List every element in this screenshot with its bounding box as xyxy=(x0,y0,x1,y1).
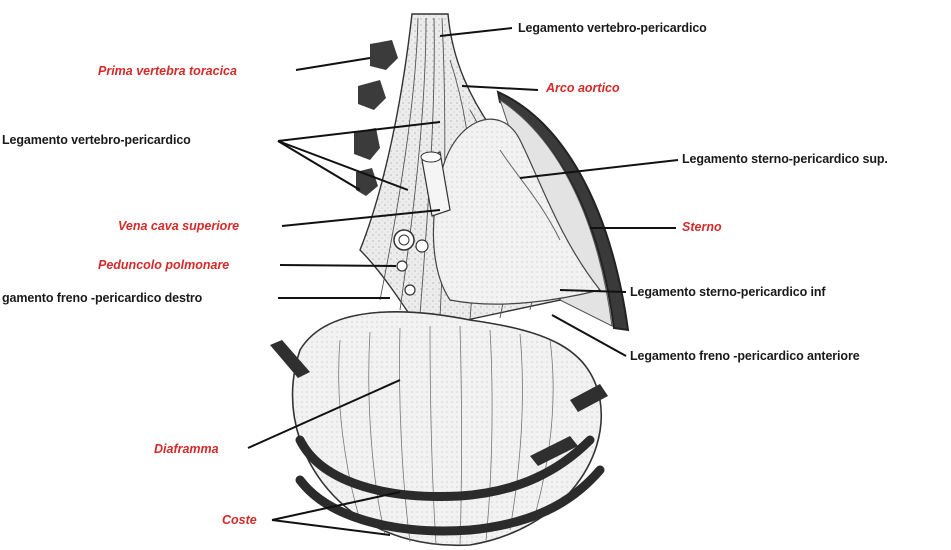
label-vertebro-top: Legamento vertebro-pericardico xyxy=(518,20,707,36)
label-sterno-inf: Legamento sterno-pericardico inf xyxy=(630,284,825,300)
vertebra-3 xyxy=(354,128,380,160)
peduncle-vessel-3 xyxy=(397,261,407,271)
label-diaframma: Diaframma xyxy=(154,441,219,457)
label-freno-destro: gamento freno -pericardico destro xyxy=(2,290,202,306)
vertebra-2 xyxy=(358,80,386,110)
label-prima-vertebra: Prima vertebra toracica xyxy=(98,63,237,79)
label-vertebro-left: Legamento vertebro-pericardico xyxy=(2,132,191,148)
label-peduncolo: Peduncolo polmonare xyxy=(98,257,229,273)
peduncle-vessel-2 xyxy=(416,240,428,252)
label-freno-anteriore: Legamento freno -pericardico anteriore xyxy=(630,348,860,364)
leader-prima-vertebra xyxy=(296,58,370,70)
peduncle-vessel-4 xyxy=(405,285,415,295)
label-sterno: Sterno xyxy=(682,219,722,235)
label-sterno-sup: Legamento sterno-pericardico sup. xyxy=(682,151,888,167)
label-arco-aortico: Arco aortico xyxy=(546,80,620,96)
vertebra-1 xyxy=(370,40,398,70)
leader-vertebro-left-3 xyxy=(278,141,360,190)
label-coste: Coste xyxy=(222,512,257,528)
leader-peduncolo xyxy=(280,265,396,266)
label-vena-cava: Vena cava superiore xyxy=(118,218,239,234)
leader-arco xyxy=(462,86,538,90)
